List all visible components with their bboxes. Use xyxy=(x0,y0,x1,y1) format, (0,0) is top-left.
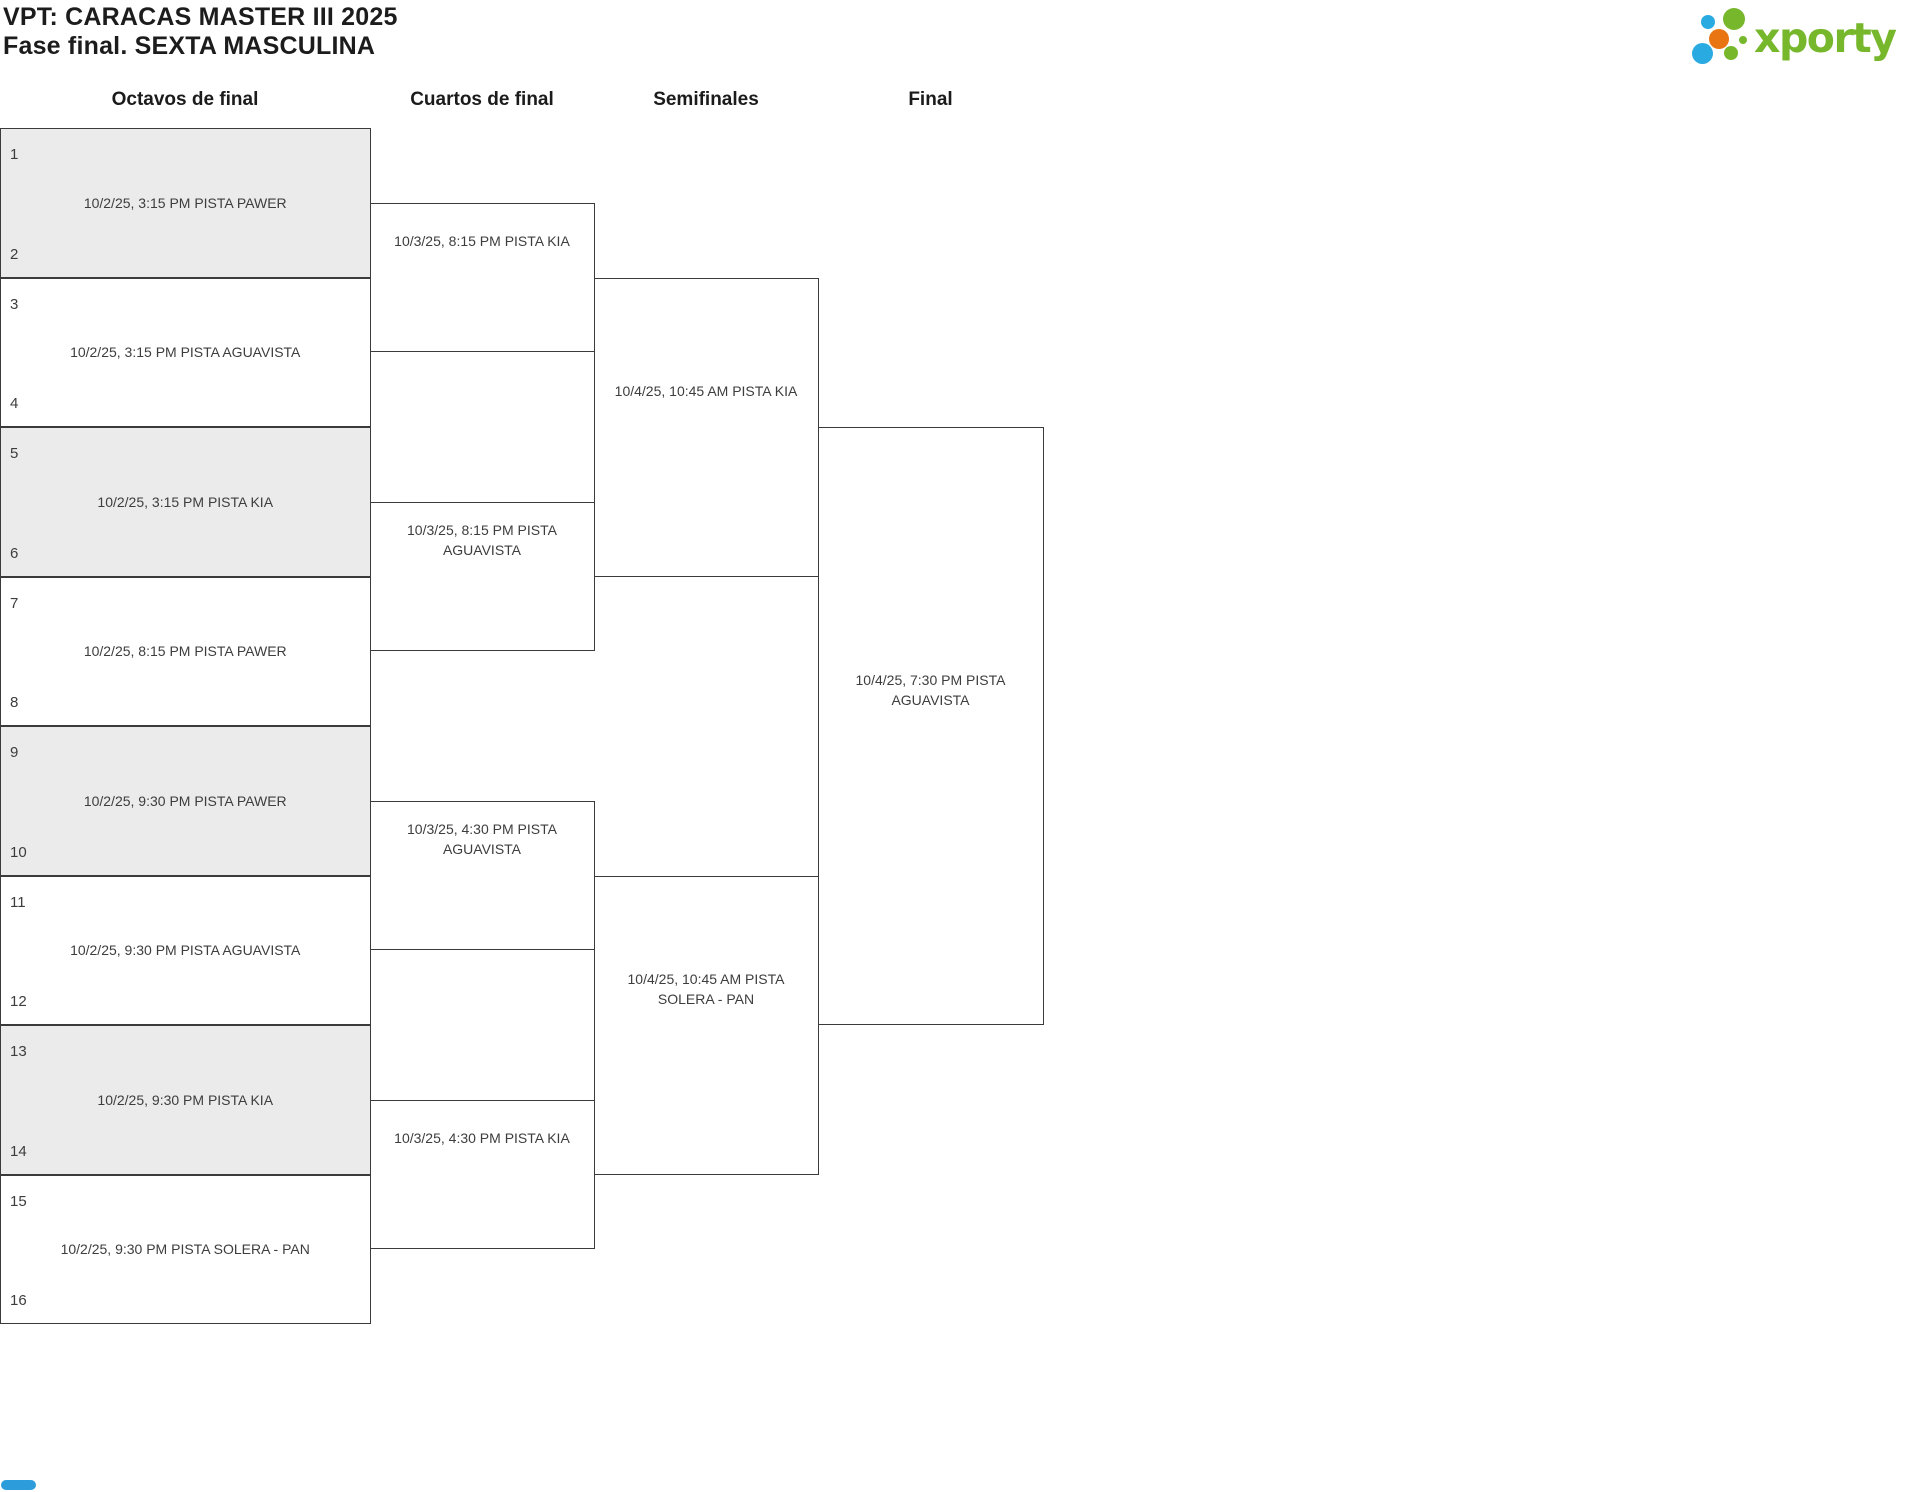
match-box-octavos-1[interactable]: 1 10/2/25, 3:15 PM PISTA PAWER 2 xyxy=(0,128,371,278)
seed-number: 14 xyxy=(10,1142,27,1160)
match-schedule: 10/4/25, 10:45 AM PISTA KIA xyxy=(614,383,798,399)
logo-dot-orange-icon xyxy=(1709,29,1729,49)
match-box-semifinal-1[interactable]: 10/4/25, 10:45 AM PISTA KIA xyxy=(593,277,819,577)
match-box-cuartos-1[interactable]: 10/3/25, 8:15 PM PISTA KIA xyxy=(369,202,595,352)
match-box-octavos-6[interactable]: 11 10/2/25, 9:30 PM PISTA AGUAVISTA 12 xyxy=(0,875,371,1025)
seed-number: 7 xyxy=(10,594,19,612)
seed-number: 16 xyxy=(10,1292,27,1309)
match-box-octavos-3[interactable]: 5 10/2/25, 3:15 PM PISTA KIA 6 xyxy=(0,427,371,577)
match-box-octavos-2[interactable]: 3 10/2/25, 3:15 PM PISTA AGUAVISTA 4 xyxy=(0,277,371,427)
seed-number: 13 xyxy=(10,1043,27,1060)
logo-dot-blue-small-icon xyxy=(1701,15,1715,29)
seed-number: 3 xyxy=(10,295,19,313)
match-schedule: 10/3/25, 8:15 PM PISTA KIA xyxy=(394,233,570,250)
xporty-logo[interactable]: xporty xyxy=(1690,4,1915,70)
match-schedule: 10/2/25, 9:30 PM PISTA PAWER xyxy=(83,792,287,809)
match-box-octavos-7[interactable]: 13 10/2/25, 9:30 PM PISTA KIA 14 xyxy=(0,1025,371,1175)
match-schedule: 10/2/25, 3:15 PM PISTA PAWER xyxy=(83,194,287,211)
round-header-semifinales: Semifinales xyxy=(653,89,759,110)
match-box-octavos-4[interactable]: 7 10/2/25, 8:15 PM PISTA PAWER 8 xyxy=(0,576,371,726)
match-schedule: 10/2/25, 9:30 PM PISTA AGUAVISTA xyxy=(70,942,301,959)
match-box-cuartos-4[interactable]: 10/3/25, 4:30 PM PISTA KIA xyxy=(369,1099,595,1249)
logo-dot-green-big-icon xyxy=(1723,8,1745,30)
match-schedule: 10/2/25, 8:15 PM PISTA PAWER xyxy=(83,643,287,660)
logo-dot-blue-big-icon xyxy=(1692,43,1713,64)
seed-number: 6 xyxy=(10,544,19,562)
match-schedule: 10/2/25, 3:15 PM PISTA KIA xyxy=(97,493,274,510)
tournament-title: VPT: CARACAS MASTER III 2025 xyxy=(3,3,398,31)
seed-number: 4 xyxy=(10,395,19,412)
match-box-octavos-8[interactable]: 15 10/2/25, 9:30 PM PISTA SOLERA - PAN 1… xyxy=(0,1174,371,1324)
seed-number: 9 xyxy=(10,744,19,761)
round-header-cuartos: Cuartos de final xyxy=(410,89,554,110)
seed-number: 5 xyxy=(10,445,19,462)
phase-subtitle: Fase final. SEXTA MASCULINA xyxy=(3,32,376,60)
seed-number: 10 xyxy=(10,843,27,861)
logo-dot-green-tiny-icon xyxy=(1739,36,1747,44)
round-header-octavos: Octavos de final xyxy=(111,89,259,110)
match-schedule: 10/2/25, 3:15 PM PISTA AGUAVISTA xyxy=(70,344,301,361)
chat-widget-fragment[interactable] xyxy=(1,1480,36,1490)
logo-wordmark: xporty xyxy=(1754,14,1897,62)
match-schedule: 10/3/25, 4:30 PM PISTA KIA xyxy=(394,1130,570,1147)
seed-number: 2 xyxy=(10,245,19,263)
match-schedule: 10/2/25, 9:30 PM PISTA KIA xyxy=(97,1091,274,1108)
match-schedule: 10/2/25, 9:30 PM PISTA SOLERA - PAN xyxy=(60,1241,310,1258)
logo-dot-green-small-icon xyxy=(1724,46,1738,60)
round-header-final: Final xyxy=(908,89,953,110)
seed-number: 11 xyxy=(10,893,26,911)
seed-number: 12 xyxy=(10,993,27,1010)
seed-number: 1 xyxy=(10,146,19,163)
match-box-octavos-5[interactable]: 9 10/2/25, 9:30 PM PISTA PAWER 10 xyxy=(0,726,371,876)
seed-number: 15 xyxy=(10,1192,27,1210)
seed-number: 8 xyxy=(10,694,19,711)
